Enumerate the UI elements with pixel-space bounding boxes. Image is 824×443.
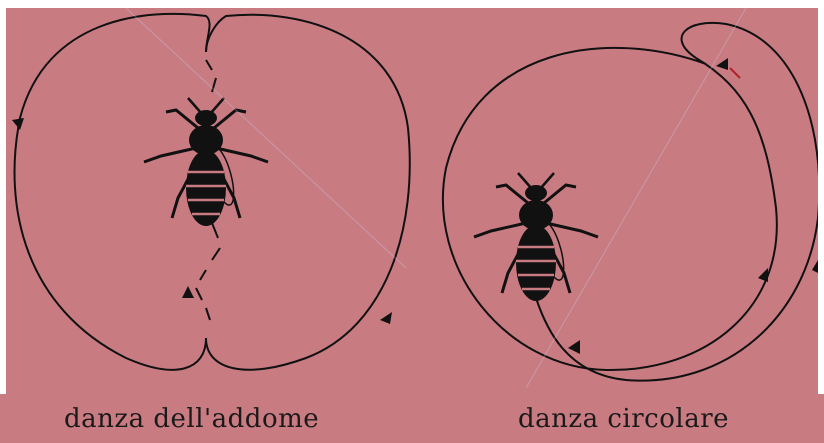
bee-icon-right <box>474 173 598 301</box>
round-dance-path <box>443 23 818 381</box>
round-dance-label: danza circolare <box>518 404 729 434</box>
bee-icon-left <box>144 98 268 226</box>
dance-diagram <box>6 8 818 394</box>
waggle-dance-label: danza dell'addome <box>64 404 319 434</box>
diagram-panel <box>6 8 818 394</box>
